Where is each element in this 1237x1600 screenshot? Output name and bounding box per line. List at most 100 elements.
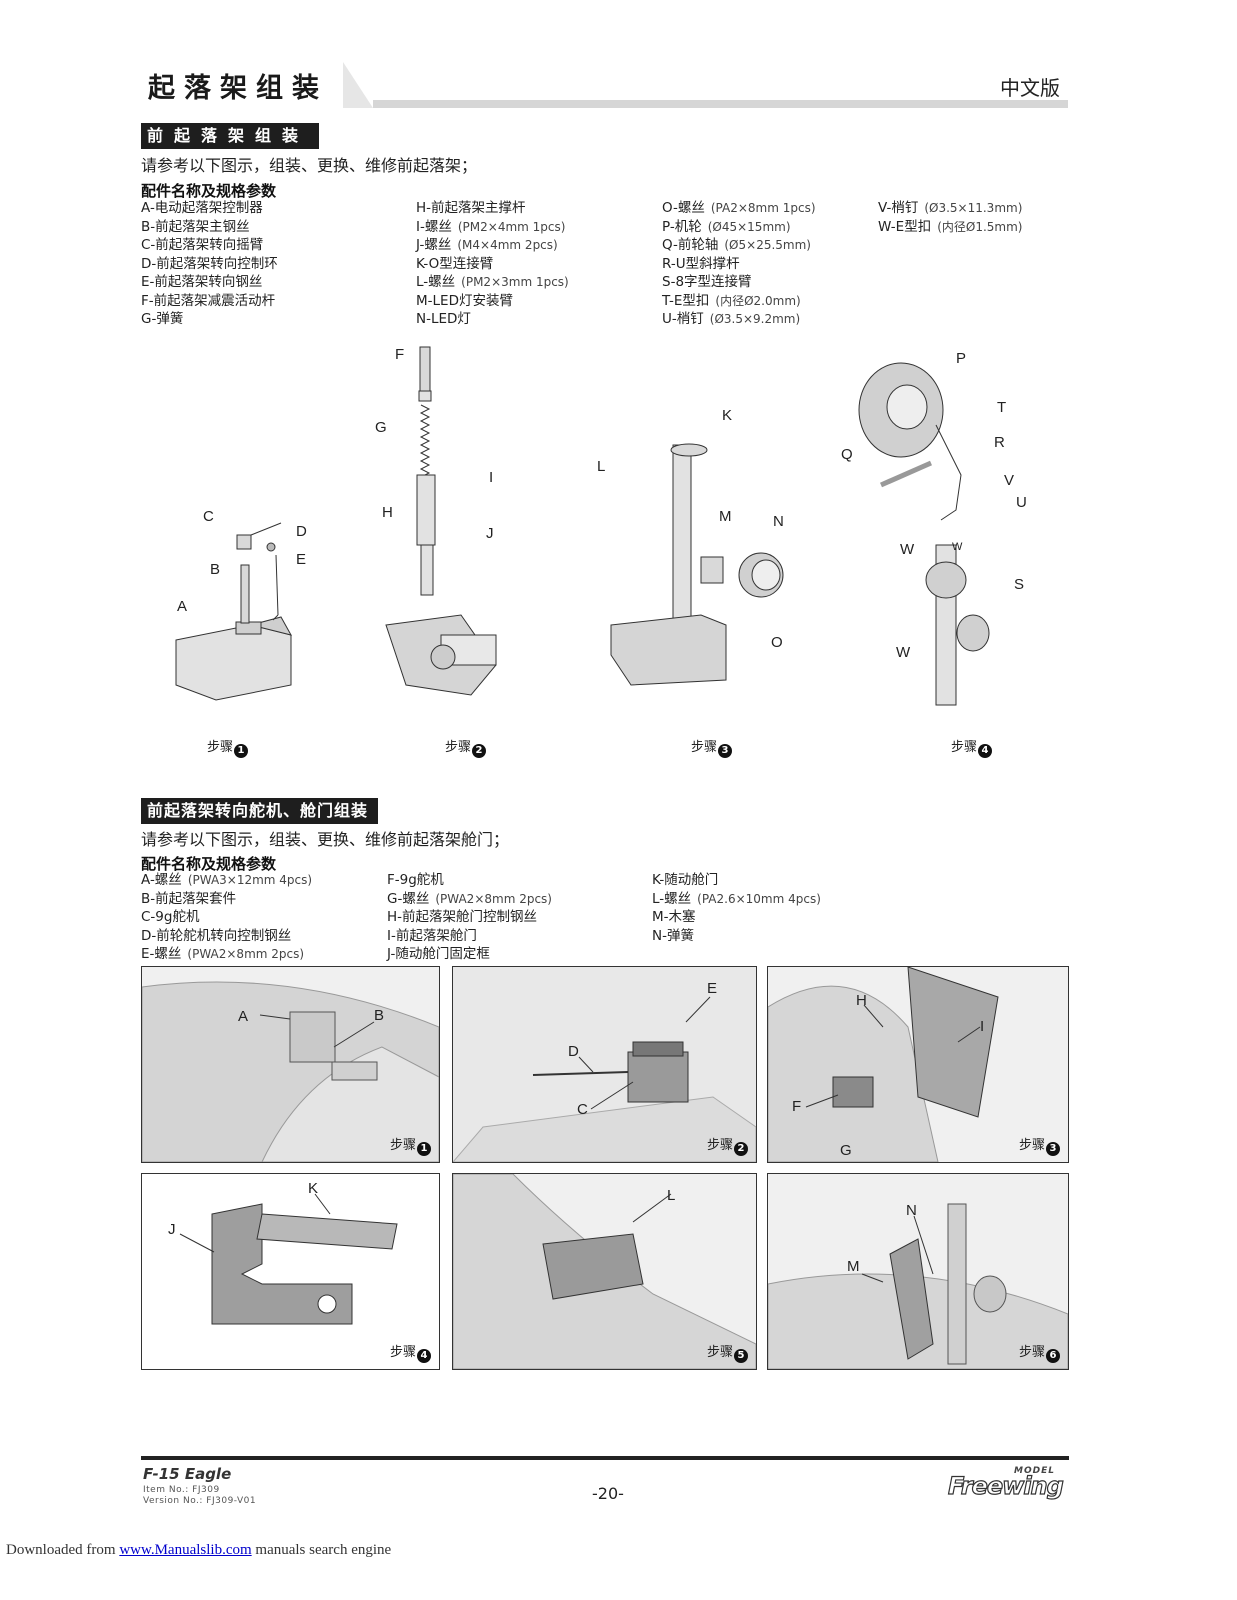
callout-N: N [906,1202,917,1219]
part-item: N-弹簧 [652,927,821,946]
part-item: A-螺丝 (PWA3×12mm 4pcs) [141,871,312,890]
edition-label: 中文版 [1000,76,1060,100]
callout-J: J [168,1221,176,1238]
manualslib-link[interactable]: www.Manualslib.com [119,1542,252,1558]
part-item: P-机轮 (Ø45×15mm) [662,218,816,237]
part-item: H-前起落架主撑杆 [416,199,569,218]
parts2-column-1: A-螺丝 (PWA3×12mm 4pcs) B-前起落架套件 C-9g舵机 D-前轮舵机… [141,871,312,964]
part-spec: (PWA2×8mm 2pcs) [435,891,552,906]
part-item: S-8字型连接臂 [662,273,816,292]
part-label: F-9g舵机 [387,872,444,888]
part-label: Q-前轮轴 [662,237,719,253]
part-label: M-木塞 [652,909,696,925]
callout-W: W [900,541,915,558]
part-item: G-弹簧 [141,310,278,329]
download-note: Downloaded from www.Manualslib.com manua… [6,1542,392,1558]
part-label: O-螺丝 [662,200,705,216]
callout-V: V [1004,472,1014,489]
part-spec: (Ø45×15mm) [707,219,791,234]
callout-K: K [722,407,732,424]
page-number: -20- [592,1484,624,1503]
part-label: V-梢钉 [878,200,919,216]
callout-B: B [374,1007,384,1024]
callout-L: L [667,1187,675,1204]
part-label: G-螺丝 [387,890,430,907]
callout-E: E [707,980,717,997]
part-label: D-前轮舵机转向控制钢丝 [141,927,292,944]
part-item: L-螺丝(PA2.6×10mm 4pcs) [652,890,821,909]
callout-R: R [994,434,1005,451]
part-label: R-U型斜撑杆 [662,255,740,272]
part-label: N-LED灯 [416,311,471,327]
callout-T: T [997,399,1006,416]
callout-F: F [792,1098,801,1115]
part-item: B-前起落架主钢丝 [141,218,278,237]
part-label: C-前起落架转向摇臂 [141,237,264,253]
callout-C: C [203,508,214,525]
part-label: P-机轮 [662,218,702,235]
callout-S: S [1014,576,1024,593]
section2-intro: 请参考以下图示，组装、更换、维修前起落架舱门； [141,830,510,849]
part-spec: (Ø3.5×9.2mm) [709,312,801,326]
part-spec: (Ø5×25.5mm) [724,238,811,252]
part-label: G-弹簧 [141,311,184,327]
callout-L: L [597,458,605,475]
part-item: U-梢钉(Ø3.5×9.2mm) [662,310,816,329]
parts-column-4: V-梢钉 (Ø3.5×11.3mm) W-E型扣(内径Ø1.5mm) [878,199,1022,236]
part-item: O-螺丝 (PA2×8mm 1pcs) [662,199,816,218]
part-spec: (PM2×4mm 1pcs) [457,219,566,234]
step1-drawing [175,522,292,701]
part-label: H-前起落架舱门控制钢丝 [387,909,538,925]
part-item: K-随动舱门 [652,871,821,890]
part-spec: (PWA3×12mm 4pcs) [187,873,313,887]
part-item: I-前起落架舱门 [387,927,552,946]
callout-D: D [568,1043,579,1060]
part-item: F-9g舵机 [387,871,552,890]
part-item: C-9g舵机 [141,908,312,927]
part-label: I-前起落架舱门 [387,927,477,944]
callout-O: O [771,634,783,651]
freewing-logo: MODEL Freewing [947,1466,1064,1501]
part-item: W-E型扣(内径Ø1.5mm) [878,218,1022,237]
part-item: L-螺丝(PM2×3mm 1pcs) [416,273,569,292]
step2-drawing [385,346,497,696]
part-label: W-E型扣 [878,218,932,235]
part-spec: (PM2×3mm 1pcs) [461,275,569,289]
item-number: Item No.: FJ309 [143,1485,220,1495]
part-label: L-螺丝 [652,890,692,907]
step3-drawing [610,443,784,686]
callout-I: I [980,1018,984,1035]
model-name: F-15 Eagle [143,1465,232,1483]
callout-W-lower: W [896,644,911,661]
callout-F: F [395,346,404,363]
part-spec: (Ø3.5×11.3mm) [924,201,1023,215]
part-label: E-螺丝 [141,946,182,962]
callout-M: M [847,1258,860,1275]
part-item: M-LED灯安装臂 [416,292,569,311]
part-item: D-前轮舵机转向控制钢丝 [141,927,312,946]
step4-drawing [858,362,990,706]
part-label: K-O型连接臂 [416,255,494,272]
part-item: E-螺丝(PWA2×8mm 2pcs) [141,945,312,964]
part-item: J-随动舱门固定框 [387,945,552,964]
part-item: V-梢钉 (Ø3.5×11.3mm) [878,199,1022,218]
callout-U: U [1016,494,1027,511]
page-title: 起落架组装 [148,73,328,104]
part-spec: (M4×4mm 2pcs) [457,238,558,252]
part-label: C-9g舵机 [141,909,200,925]
part-spec: (PA2×8mm 1pcs) [710,201,816,215]
callout-M: M [719,508,732,525]
part-label: B-前起落架套件 [141,890,237,907]
part-label: A-螺丝 [141,872,182,888]
part-label: J-螺丝 [416,237,452,253]
part-item: T-E型扣(内径Ø2.0mm) [662,292,816,311]
section-heading-servo-door: 前起落架转向舵机、舱门组装 [141,798,379,824]
parts2-column-2: F-9g舵机 G-螺丝 (PWA2×8mm 2pcs) H-前起落架舱门控制钢丝 I-前… [387,871,552,964]
